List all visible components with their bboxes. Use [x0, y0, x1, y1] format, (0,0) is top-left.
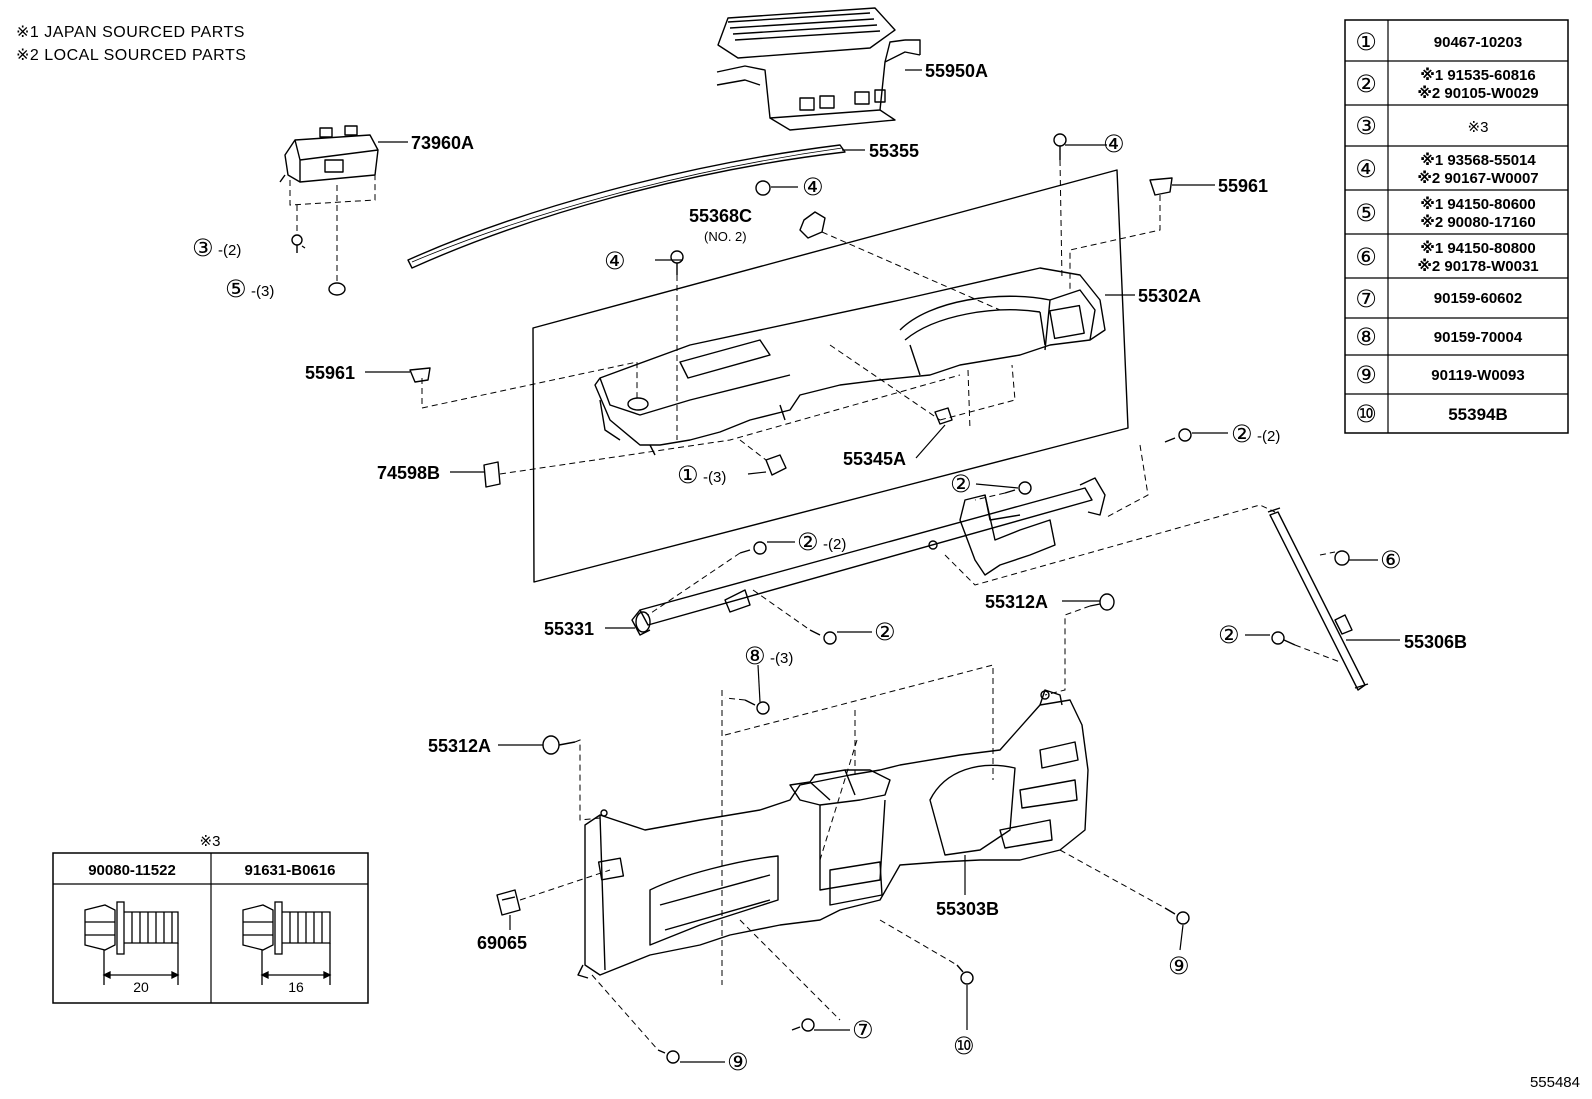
callout-7: ⑦: [852, 1017, 874, 1044]
callout-9-b: ⑨: [727, 1049, 749, 1076]
table-part-2a: ※1 91535-60816: [1420, 66, 1536, 84]
bolt-part-a: 90080-11522: [88, 862, 176, 879]
lower-dash-55303b: [577, 689, 1089, 979]
bolt-table-title: ※3: [200, 833, 221, 850]
table-part-4b: ※2 90167-W0007: [1417, 169, 1538, 187]
label-74598b: 74598B: [377, 463, 440, 483]
callout-5-qty: -(3): [251, 283, 274, 300]
brace-55306b: [1267, 507, 1369, 691]
bolt-detail-table: ※3 90080-11522 91631-B0616 20 16: [52, 833, 369, 1004]
table-part-5a: ※1 94150-80600: [1420, 195, 1536, 213]
bolt-dim-a: 20: [133, 979, 149, 995]
label-55302a: 55302A: [1138, 286, 1201, 306]
alignment-lines: [289, 159, 1341, 1051]
table-part-2b: ※2 90105-W0029: [1417, 84, 1538, 102]
table-ref-2: ②: [1355, 71, 1377, 98]
callout-6: ⑥: [1380, 547, 1402, 574]
table-ref-10: ⑩: [1355, 401, 1377, 428]
defroster-strip-55355: [407, 144, 846, 269]
table-ref-5: ⑤: [1355, 200, 1377, 227]
label-55312a-lower: 55312A: [428, 736, 491, 756]
callout-2-c: ②: [797, 529, 819, 556]
label-55306b: 55306B: [1404, 632, 1467, 652]
callout-1-qty: -(3): [703, 469, 726, 486]
table-ref-1: ①: [1355, 29, 1377, 56]
label-55312a-upper: 55312A: [985, 592, 1048, 612]
parts-table: ① ② ③ ④ ⑤ ⑥ ⑦ ⑧ ⑨ ⑩ 90467-10203 ※1 91535…: [1344, 19, 1569, 434]
table-part-5b: ※2 90080-17160: [1420, 213, 1536, 231]
label-55961-left: 55961: [305, 363, 355, 383]
clip-69065: [496, 889, 521, 916]
table-part-1: 90467-10203: [1434, 34, 1522, 51]
label-55303b: 55303B: [936, 899, 999, 919]
callout-10: ⑩: [953, 1033, 975, 1060]
callout-8: ⑧: [744, 643, 766, 670]
callout-2-d: ②: [874, 619, 896, 646]
table-ref-9: ⑨: [1355, 362, 1377, 389]
callout-2-b: ②: [950, 471, 972, 498]
callout-8-qty: -(3): [770, 650, 793, 667]
switch-73960a: [279, 125, 379, 183]
table-part-4a: ※1 93568-55014: [1420, 151, 1536, 169]
table-part-9: 90119-W0093: [1431, 367, 1524, 384]
table-ref-3: ③: [1355, 113, 1377, 140]
label-55950a: 55950A: [925, 61, 988, 81]
callout-2-a: ②: [1231, 421, 1253, 448]
fasteners: [291, 133, 1350, 1064]
leader-lines: [301, 69, 1400, 1063]
callout-3-qty: -(2): [218, 242, 241, 259]
callout-2-a-qty: -(2): [1257, 428, 1280, 445]
callout-5: ⑤: [225, 276, 247, 303]
table-part-3: ※3: [1468, 119, 1489, 136]
callout-2-e: ②: [1218, 622, 1240, 649]
table-ref-6: ⑥: [1355, 244, 1377, 271]
small-clips: [483, 211, 953, 488]
callout-9-a: ⑨: [1168, 953, 1190, 980]
figure-id: 555484: [1529, 1074, 1580, 1091]
callout-4-b: ④: [802, 174, 824, 201]
note-local-sourced: ※2 LOCAL SOURCED PARTS: [16, 47, 247, 64]
label-no2: (NO. 2): [704, 229, 747, 244]
bolt-icon-a: [84, 901, 180, 985]
label-55961-right: 55961: [1218, 176, 1268, 196]
label-55368c: 55368C: [689, 206, 752, 226]
table-part-10: 55394B: [1448, 405, 1508, 424]
label-55355: 55355: [869, 141, 919, 161]
table-ref-8: ⑧: [1355, 324, 1377, 351]
callouts: ③ -(2) ⑤ -(3) ④ ④ ④ ① -(3) ② -(2) ② ② -(…: [192, 131, 1402, 1076]
center-vent-55950a: [716, 7, 921, 131]
table-part-6b: ※2 90178-W0031: [1417, 257, 1538, 275]
panel-outline-box: [532, 169, 1129, 583]
callout-1: ①: [677, 462, 699, 489]
reinforcement-beam-55331: [631, 477, 1106, 636]
callout-4-c: ④: [604, 248, 626, 275]
callout-2-c-qty: -(2): [823, 536, 846, 553]
callout-3: ③: [192, 235, 214, 262]
table-ref-7: ⑦: [1355, 286, 1377, 313]
label-69065: 69065: [477, 933, 527, 953]
bolt-part-b: 91631-B0616: [245, 862, 336, 879]
label-55345a: 55345A: [843, 449, 906, 469]
part-labels: 55950A 73960A 55355 55961 55368C 55302A …: [305, 61, 1467, 953]
table-part-7: 90159-60602: [1434, 290, 1522, 307]
upper-dash-pad-55302a: [594, 267, 1106, 456]
label-73960a: 73960A: [411, 133, 474, 153]
table-part-8: 90159-70004: [1434, 329, 1523, 346]
label-55331: 55331: [544, 619, 594, 639]
bolt-icon-b: [242, 901, 332, 985]
table-part-6a: ※1 94150-80800: [1420, 239, 1536, 257]
note-japan-sourced: ※1 JAPAN SOURCED PARTS: [16, 24, 245, 41]
callout-4-a: ④: [1103, 131, 1125, 158]
table-ref-4: ④: [1355, 156, 1377, 183]
bolt-dim-b: 16: [288, 979, 304, 995]
